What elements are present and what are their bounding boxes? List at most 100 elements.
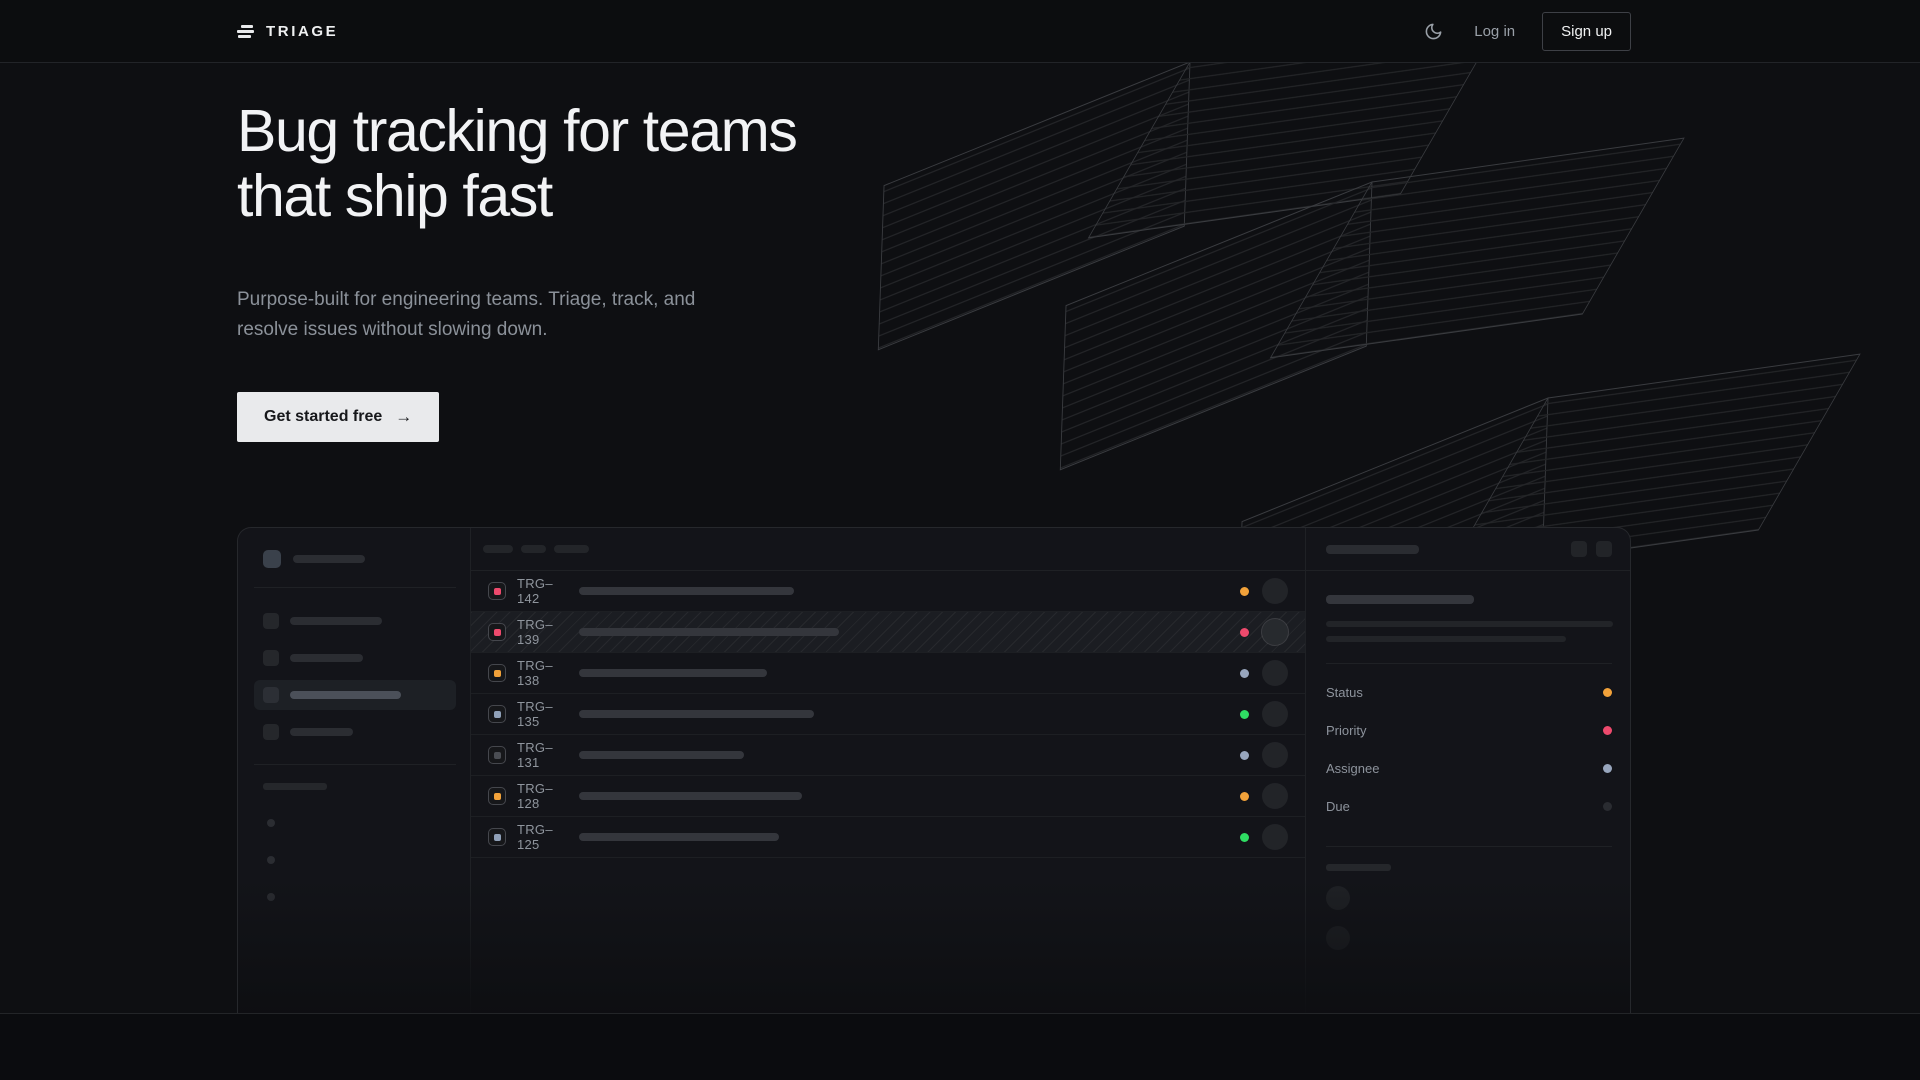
theme-toggle-button[interactable] (1420, 18, 1447, 45)
sidebar-nav-item-active[interactable] (254, 680, 456, 710)
skeleton-issue-title-bar (579, 628, 839, 636)
field-value-dot (1603, 802, 1612, 811)
issue-row[interactable]: TRG–131 (471, 735, 1305, 776)
issue-id: TRG–131 (517, 740, 572, 770)
sidebar-nav-item[interactable] (254, 643, 456, 673)
issue-row[interactable]: TRG–138 (471, 653, 1305, 694)
hero-section: Bug tracking for teams that ship fast Pu… (237, 99, 796, 442)
issue-type-icon (488, 787, 506, 805)
skeleton-description-line (1326, 621, 1613, 627)
issue-type-dot (494, 629, 501, 636)
brand-name: TRIAGE (266, 23, 338, 40)
issue-type-icon (488, 582, 506, 600)
issue-type-dot (494, 670, 501, 677)
workspace-switcher[interactable] (254, 548, 456, 570)
skeleton-issue-title-bar (579, 669, 767, 677)
skeleton-issue-title-bar (579, 710, 814, 718)
skeleton-bar (290, 728, 353, 736)
issue-type-dot (494, 752, 501, 759)
issue-id: TRG–125 (517, 822, 572, 852)
detail-field-row[interactable]: Assignee (1326, 749, 1612, 787)
get-started-button[interactable]: Get started free → (237, 392, 439, 442)
skeleton-bar (290, 617, 382, 625)
issue-row[interactable]: TRG–139 (471, 612, 1305, 653)
issue-list-toolbar (471, 528, 1305, 571)
detail-toolbar (1306, 528, 1630, 571)
detail-action-button[interactable] (1596, 541, 1612, 557)
moon-icon (1424, 22, 1443, 41)
assignee-avatar (1262, 701, 1288, 727)
issue-type-icon (488, 746, 506, 764)
detail-field-row[interactable]: Due (1326, 787, 1612, 825)
app-mockup: TRG–142TRG–139TRG–138TRG–135TRG–131TRG–1… (237, 527, 1631, 1014)
status-dot (1240, 710, 1249, 719)
issue-row[interactable]: TRG–125 (471, 817, 1305, 858)
footer (0, 1013, 1920, 1080)
issue-type-icon (488, 664, 506, 682)
status-dot (1240, 587, 1249, 596)
mockup-sidebar (238, 528, 471, 1014)
status-dot (1240, 669, 1249, 678)
skeleton-filter-pill[interactable] (521, 545, 546, 553)
field-label: Status (1326, 685, 1363, 700)
detail-field-row[interactable]: Priority (1326, 711, 1612, 749)
sidebar-nav-item[interactable] (254, 717, 456, 747)
issue-id: TRG–139 (517, 617, 572, 647)
triage-logo-icon (237, 25, 255, 38)
issue-list-rows: TRG–142TRG–139TRG–138TRG–135TRG–131TRG–1… (471, 571, 1305, 858)
skeleton-filter-pill[interactable] (554, 545, 589, 553)
divider (254, 764, 456, 765)
issue-type-icon (488, 828, 506, 846)
sidebar-nav-item[interactable] (254, 606, 456, 636)
field-value-dot (1603, 726, 1612, 735)
assignee-avatar (1262, 660, 1288, 686)
skeleton-section-label (263, 783, 327, 790)
field-label: Due (1326, 799, 1350, 814)
issue-detail-panel: StatusPriorityAssigneeDue (1306, 528, 1630, 1014)
skeleton-avatar (1326, 926, 1350, 950)
divider (1326, 846, 1612, 847)
issue-type-dot (494, 588, 501, 595)
assignee-avatar (1262, 578, 1288, 604)
detail-action-button[interactable] (1571, 541, 1587, 557)
detail-field-row[interactable]: Status (1326, 673, 1612, 711)
hero-title: Bug tracking for teams that ship fast (237, 99, 796, 229)
skeleton-section-label (1326, 864, 1391, 871)
issue-row[interactable]: TRG–128 (471, 776, 1305, 817)
issue-type-icon (488, 623, 506, 641)
status-dot (1240, 833, 1249, 842)
log-in-link[interactable]: Log in (1474, 23, 1515, 40)
skeleton-issue-title-bar (579, 792, 802, 800)
field-label: Priority (1326, 723, 1366, 738)
issue-id: TRG–128 (517, 781, 572, 811)
field-value-dot (1603, 764, 1612, 773)
issue-type-dot (494, 834, 501, 841)
hero-title-line2: that ship fast (237, 163, 552, 229)
field-value-dot (1603, 688, 1612, 697)
issue-row[interactable]: TRG–135 (471, 694, 1305, 735)
hero-title-line1: Bug tracking for teams (237, 98, 796, 164)
arrow-right-icon: → (395, 408, 412, 425)
get-started-label: Get started free (264, 408, 382, 426)
skeleton-description-line (1326, 636, 1566, 642)
nav-item-icon (263, 724, 279, 740)
sign-up-button[interactable]: Sign up (1542, 12, 1631, 51)
detail-body: StatusPriorityAssigneeDue (1306, 571, 1630, 966)
skeleton-dot (267, 856, 275, 864)
assignee-avatar (1262, 783, 1288, 809)
brand-logo[interactable]: TRIAGE (237, 23, 338, 40)
issue-id: TRG–142 (517, 576, 572, 606)
skeleton-issue-title-bar (579, 833, 779, 841)
status-dot (1240, 751, 1249, 760)
skeleton-filter-pill[interactable] (483, 545, 513, 553)
skeleton-avatar (1326, 886, 1350, 910)
assignee-avatar (1262, 742, 1288, 768)
issue-type-dot (494, 793, 501, 800)
issue-id: TRG–135 (517, 699, 572, 729)
skeleton-issue-title-bar (579, 751, 744, 759)
skeleton-bar (290, 691, 401, 699)
issue-row[interactable]: TRG–142 (471, 571, 1305, 612)
skeleton-bar (293, 555, 365, 563)
skeleton-bar (1326, 545, 1419, 554)
skeleton-bar (290, 654, 363, 662)
